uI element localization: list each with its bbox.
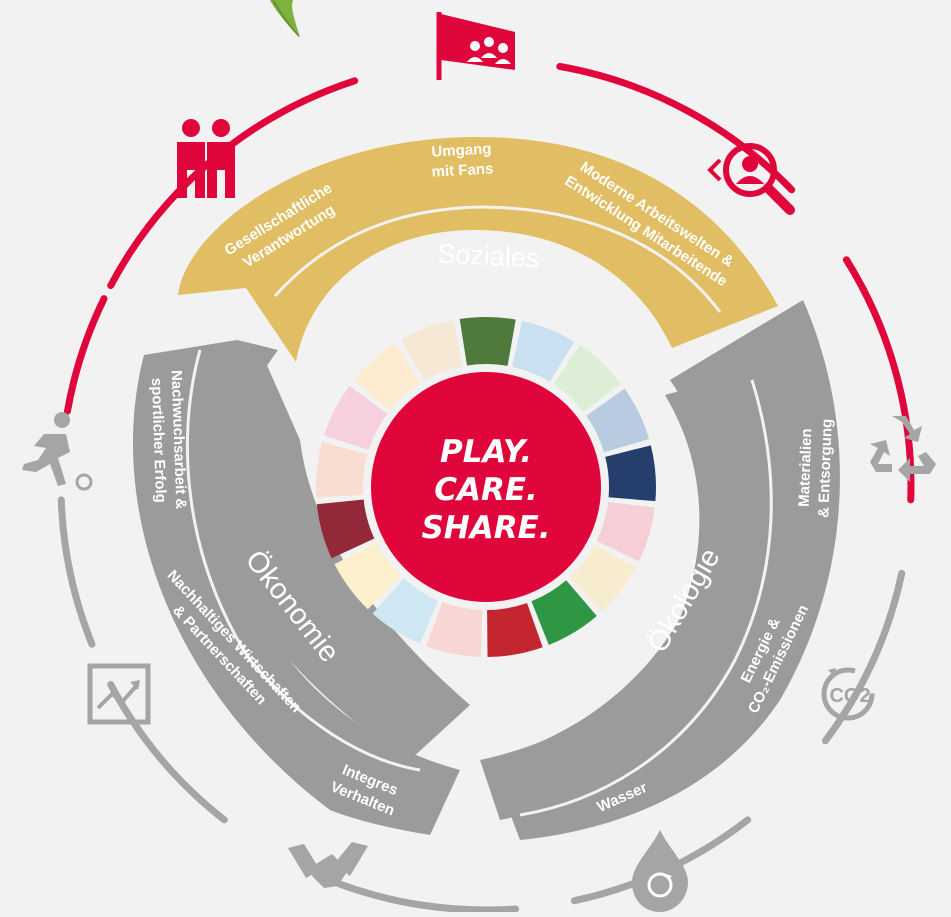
co2-icon-label: CO2 [829, 685, 870, 707]
social-pillar-divider [273, 205, 722, 313]
sdg-tile [569, 545, 636, 612]
outer-ring-arc [323, 875, 520, 914]
outer-ring-arc [556, 62, 796, 194]
recruiting-magnifier-icon [707, 143, 795, 215]
center-line-3: SHARE. [421, 510, 550, 546]
sdg-tile [531, 580, 597, 645]
sdg-tile [372, 578, 439, 644]
ecology-inner [480, 370, 764, 820]
recycling-icon [870, 416, 936, 482]
community-people-icon [436, 12, 515, 80]
topic-fans: Umgang mit Fans [431, 140, 494, 180]
outer-ring-arc [63, 295, 108, 415]
center-line-1: PLAY. [440, 434, 532, 470]
growth-chart-icon [87, 663, 151, 725]
sdg-tile [316, 499, 375, 559]
topic-youth-development: Nachwuchsarbeit & sportlicher Erfolg [148, 370, 190, 510]
svg-text:mit Fans: mit Fans [431, 160, 493, 180]
handshake-icon [288, 842, 368, 888]
outer-ring-arc [821, 569, 906, 745]
sdg-tile [316, 441, 368, 498]
sdg-tile [323, 385, 388, 450]
svg-text:sportlicher Erfolg: sportlicher Erfolg [148, 378, 169, 504]
sdg-tile [400, 320, 463, 381]
economy-pillar-divider [185, 349, 421, 772]
social-title: Soziales [437, 238, 540, 273]
outer-ring-arc [57, 496, 96, 648]
topic-materials: Materialien & Entsorgung [796, 418, 836, 518]
svg-text:Nachwuchsarbeit &: Nachwuchsarbeit & [168, 370, 190, 510]
sdg-tile [586, 388, 650, 453]
co2-cycle-icon: CO2 [821, 667, 875, 721]
fans-flag-icon [177, 119, 235, 198]
svg-text:& Entsorgung: & Entsorgung [815, 418, 835, 518]
outer-ring-arc [842, 256, 915, 504]
sdg-tile [334, 542, 401, 610]
water-drop-icon [632, 830, 688, 912]
sdg-tile [459, 317, 516, 366]
svg-text:Umgang: Umgang [431, 140, 492, 160]
sdg-tile-ring [316, 317, 656, 657]
sdg-tile [605, 445, 656, 502]
sdg-tile [353, 343, 421, 411]
social-pillar [178, 136, 778, 362]
sdg-tile [596, 501, 655, 562]
sdg-tile [487, 602, 543, 657]
ecology-pillar-divider [519, 379, 773, 817]
football-player-icon [22, 412, 93, 491]
sdg-tile [553, 345, 621, 413]
svg-text:Materialien: Materialien [796, 428, 816, 507]
sdg-tile [512, 320, 575, 382]
outer-ring-arc [107, 681, 228, 824]
center-line-2: CARE. [434, 472, 538, 508]
center-circle [371, 372, 601, 602]
sdg-tile [426, 602, 483, 657]
leaf-icon [270, 0, 300, 38]
